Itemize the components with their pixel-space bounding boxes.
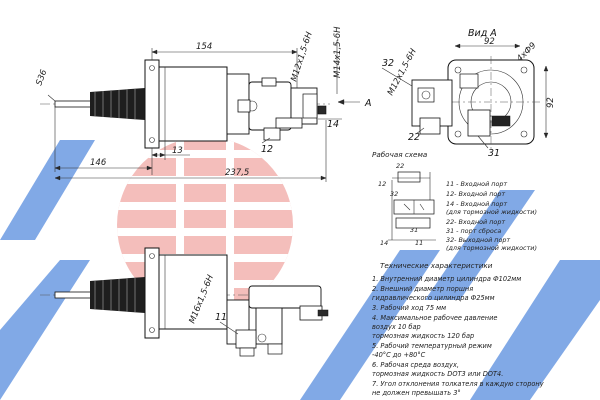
bottom-rubber-boot: [90, 277, 145, 313]
port-14-top: 14: [327, 119, 339, 130]
side-valve-block: [411, 73, 511, 137]
spec-line-7: тормозная жидкость 120 бар: [372, 332, 474, 340]
scheme-label-12: 12: [378, 180, 386, 188]
spec-line-6: воздух 10 бар: [372, 323, 421, 331]
legend-line-7: 32- Выходной порт: [446, 236, 510, 244]
legend-line-1: 11 - Входной порт: [446, 180, 507, 188]
spec-line-9: -40°С до +80°С: [372, 351, 426, 359]
bottom-view: М16х1,5-6Н 11: [40, 247, 329, 357]
watermark: [0, 137, 600, 400]
thread-m14: M14x1,5-6H: [333, 26, 343, 78]
specs-title: Технические характеристики: [380, 261, 493, 270]
scheme-label-32: 32: [390, 190, 398, 198]
spec-line-13: не должен превышать 3°: [372, 389, 461, 397]
valve-body: [226, 73, 327, 141]
dim-92-height: 92: [546, 97, 556, 108]
legend-line-2: 12- Входной порт: [446, 190, 505, 198]
technical-specs: Технические характеристики 1. Внутренний…: [372, 261, 544, 397]
port-32-side: 32: [382, 58, 394, 69]
scheme-label-22: 22: [396, 162, 404, 170]
spec-line-10: 6. Рабочая среда воздух,: [372, 361, 459, 369]
spec-line-11: тормозная жидкость DOT3 или DOT4.: [372, 370, 503, 378]
side-view: Вид А 92 4хФ9 92 М12х1,5-6Н 32: [381, 28, 556, 159]
work-scheme: Рабочая схема 22 12 32 31 14 11: [372, 150, 436, 247]
spec-line-12: 7. Угол отклонения толкателя в каждую ст…: [372, 380, 544, 388]
port-11-bottom: 11: [215, 312, 227, 323]
scheme-label-14: 14: [380, 239, 388, 247]
port-22-side: 22: [408, 132, 420, 143]
thread-m12: M12x1,5-6H: [289, 30, 315, 83]
legend-line-3: 14 - Входной порт: [446, 200, 507, 208]
spec-line-4: 3. Рабочий ход 75 мм: [372, 304, 446, 312]
dim-146: 146: [90, 158, 107, 168]
port-31-side: 31: [488, 148, 500, 159]
legend-line-8: (для тормозной жидкости): [446, 244, 537, 252]
dim-13: 13: [172, 146, 183, 156]
scheme-label-11: 11: [415, 239, 423, 247]
section-a-mark: A: [364, 98, 372, 109]
scheme-label-31: 31: [410, 226, 418, 234]
push-rod: [54, 100, 96, 108]
legend-line-6: 31 - порт сброса: [446, 227, 501, 235]
watermark-letters: [0, 140, 600, 400]
air-cylinder: [158, 66, 228, 142]
legend-line-4: (для тормозной жидкости): [446, 208, 537, 216]
mounting-flange: [144, 59, 160, 149]
dim-92-width: 92: [484, 37, 495, 47]
spec-line-2: 2. Внешний диаметр поршня: [372, 285, 473, 293]
work-scheme-title: Рабочая схема: [372, 150, 427, 159]
rubber-boot: [90, 88, 145, 120]
spec-line-3: гидравлического цилиндра Ф25мм: [372, 294, 495, 302]
bottom-valve-body: [226, 285, 329, 357]
side-view-title: Вид А: [468, 28, 497, 39]
dim-rod: S36: [34, 68, 49, 87]
top-view: 154 S36 M12x1,5-6H M14x1,5-6H A 14 12 14…: [34, 26, 372, 182]
spec-line-1: 1. Внутренний диаметр цилиндра Ф102мм: [372, 275, 521, 283]
legend-line-5: 22- Входной порт: [446, 218, 505, 226]
spec-line-5: 4. Максимальное рабочее давление: [372, 314, 497, 322]
dim-154: 154: [196, 42, 212, 52]
spec-line-8: 5. Рабочий температурный режим: [372, 342, 492, 350]
port-legend: 11 - Входной порт 12- Входной порт 14 - …: [446, 180, 537, 252]
port-12-top: 12: [261, 144, 273, 155]
dim-237-5: 237,5: [225, 168, 249, 178]
